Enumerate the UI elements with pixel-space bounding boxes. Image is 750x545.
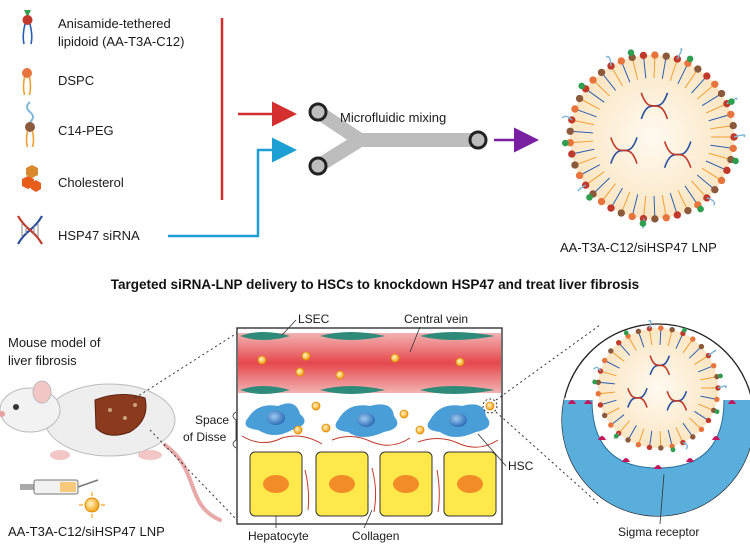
legend-cholesterol-label: Cholesterol (58, 175, 124, 190)
peg-icon (25, 101, 35, 148)
lsec-cells (240, 332, 495, 394)
lsec-label: LSEC (298, 312, 330, 326)
hsc-label: HSC (508, 459, 534, 473)
lipidoid-icon (22, 10, 33, 45)
cholesterol-icon (22, 165, 41, 192)
collagen-fibers (241, 435, 499, 513)
zoom-circle (561, 319, 750, 517)
injected-particle-icon (79, 492, 105, 518)
disse-label-2: of Disse (183, 430, 227, 444)
lnp-particle (561, 48, 746, 229)
legend-peg-label: C14-PEG (58, 123, 114, 138)
disse-label: Space (195, 413, 229, 427)
blue-arrow (168, 137, 297, 238)
dspc-icon (22, 68, 32, 96)
mixing-flow: Microfluidic mixing (168, 18, 539, 238)
section-title: Targeted siRNA-LNP delivery to HSCs to k… (111, 277, 639, 292)
sirna-icon (17, 215, 43, 245)
mouse-title-2: liver fibrosis (8, 353, 77, 368)
mixing-label: Microfluidic mixing (340, 110, 446, 125)
mouse-illustration (0, 380, 222, 522)
hepatocyte-label: Hepatocyte (248, 529, 309, 543)
collagen-label: Collagen (352, 529, 399, 543)
legend-sirna-label: HSP47 siRNA (58, 228, 140, 243)
legend-dspc-label: DSPC (58, 73, 94, 88)
sigma-receptor-label: Sigma receptor (618, 525, 699, 539)
liver-panel (236, 327, 503, 525)
microfluidic-chip (308, 102, 488, 176)
hepatocytes (249, 451, 497, 517)
sigma-receptors (568, 400, 736, 469)
vessel-particles (257, 351, 465, 380)
zoom-lnp (592, 319, 727, 453)
mouse-title: Mouse model of (8, 335, 101, 350)
syringe-icon (20, 479, 99, 495)
injection-caption: AA-T3A-C12/siHSP47 LNP (8, 524, 165, 539)
legend-lipidoid-label: Anisamide-tethered (58, 16, 171, 31)
legend: Anisamide-tethered lipidoid (AA-T3A-C12)… (17, 10, 184, 245)
lnp-caption: AA-T3A-C12/siHSP47 LNP (560, 240, 717, 255)
central-vein-label: Central vein (404, 312, 468, 326)
legend-lipidoid-label-2: lipidoid (AA-T3A-C12) (58, 34, 184, 49)
disse-particles (293, 401, 495, 435)
hsc-cells (245, 403, 490, 437)
